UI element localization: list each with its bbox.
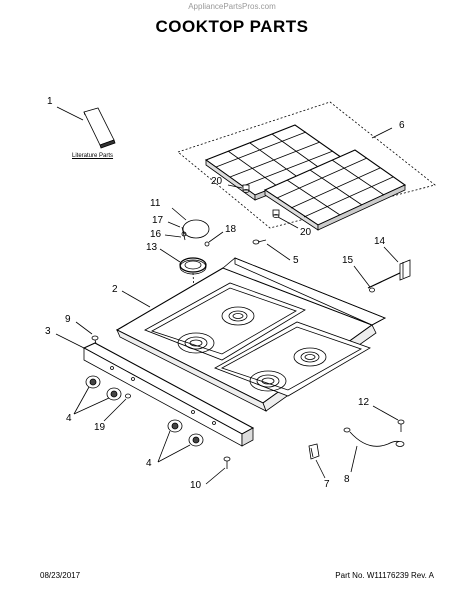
grate-right — [263, 149, 407, 231]
orifice-screw — [204, 241, 210, 247]
callout-15: 15 — [342, 255, 354, 266]
clip-7 — [308, 443, 320, 460]
callout-18: 18 — [225, 224, 237, 235]
screw-12 — [397, 419, 405, 432]
callout-7: 7 — [324, 479, 330, 490]
screw-10 — [223, 456, 231, 469]
callout-4-left: 4 — [66, 413, 72, 424]
electrode-wire — [181, 226, 186, 241]
callout-16: 16 — [150, 229, 162, 240]
electrode — [181, 231, 187, 237]
callout-20-bottom: 20 — [300, 227, 312, 238]
leader-20b — [277, 216, 299, 229]
grate-foot-left — [242, 184, 250, 193]
callout-5: 5 — [293, 255, 299, 266]
leader-14 — [383, 246, 399, 263]
cooktop-panel — [115, 257, 386, 412]
grates-outline — [177, 101, 436, 229]
watermark-text: AppliancePartsPros.com — [188, 2, 276, 11]
knob-3 — [167, 419, 183, 433]
leader-20a — [227, 184, 243, 189]
knob-4 — [188, 433, 204, 447]
leader-5 — [266, 243, 291, 261]
literature-parts-label: Literature Parts — [72, 153, 114, 159]
literature-book — [83, 107, 116, 149]
screw-15 — [369, 287, 375, 293]
callout-14: 14 — [374, 236, 386, 247]
callout-17: 17 — [152, 215, 164, 226]
leader-2 — [121, 290, 151, 308]
leader-16 — [164, 234, 182, 238]
screw-19 — [125, 393, 131, 399]
leader-8 — [350, 445, 358, 473]
leader-1 — [56, 106, 84, 121]
callout-1: 1 — [47, 96, 53, 107]
leader-4b-2 — [157, 444, 191, 463]
knob-1 — [85, 375, 101, 389]
leader-4b-1 — [157, 430, 171, 463]
screw-5 — [252, 239, 267, 245]
leader-9 — [75, 321, 93, 335]
leader-3 — [55, 333, 85, 349]
callout-19: 19 — [94, 422, 106, 433]
page-title: COOKTOP PARTS — [155, 17, 309, 36]
leader-12 — [372, 405, 399, 421]
leader-10 — [205, 467, 226, 485]
callout-2: 2 — [112, 284, 118, 295]
leader-7 — [315, 459, 326, 479]
screw-9 — [91, 335, 99, 348]
burner-base — [179, 257, 207, 275]
callout-8: 8 — [344, 474, 350, 485]
callout-20-top: 20 — [211, 176, 223, 187]
leader-15 — [353, 265, 371, 288]
callout-6: 6 — [399, 120, 405, 131]
leader-18 — [208, 231, 224, 243]
leader-4a-1 — [73, 386, 90, 415]
leader-17 — [167, 221, 181, 228]
leader-11 — [171, 207, 187, 221]
grate-foot-right — [272, 209, 280, 218]
knob-2 — [106, 387, 122, 401]
leader-19 — [103, 398, 127, 422]
footer-date: 08/23/2017 — [40, 571, 81, 580]
leader-4a-2 — [73, 397, 110, 415]
burner-alignment — [192, 272, 197, 326]
burner-cap — [182, 219, 210, 239]
bracket-14 — [367, 259, 411, 289]
igniter-wire-8 — [343, 427, 405, 447]
leader-6 — [371, 127, 393, 139]
callout-4-right: 4 — [146, 458, 152, 469]
leader-13 — [159, 248, 181, 263]
callout-3: 3 — [45, 326, 51, 337]
callout-9: 9 — [65, 314, 71, 325]
callout-10: 10 — [190, 480, 202, 491]
callout-11: 11 — [150, 198, 161, 209]
footer-part-number: Part No. W11176239 Rev. A — [335, 571, 434, 580]
callout-13: 13 — [146, 242, 158, 253]
callout-12: 12 — [358, 397, 370, 408]
control-panel-strip — [82, 342, 255, 447]
